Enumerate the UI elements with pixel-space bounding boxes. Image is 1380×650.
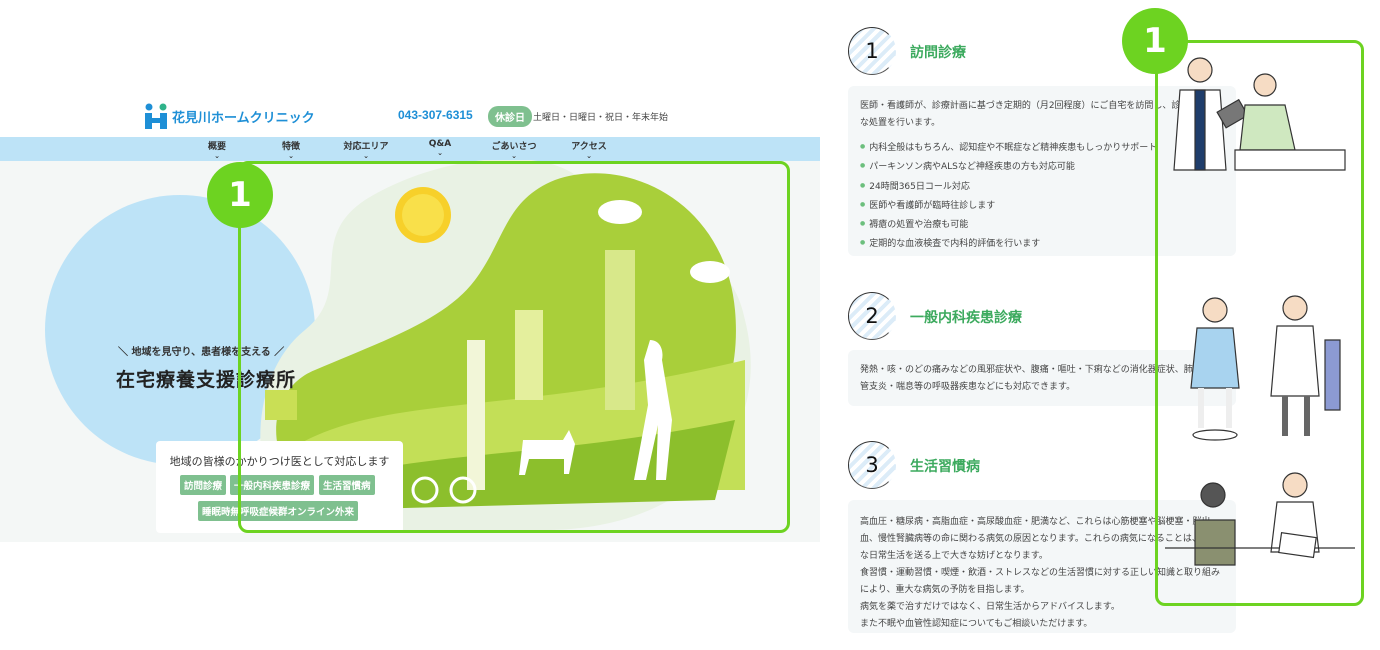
home-visit-description: 医師・看護師が、診療計画に基づき定期的（月2回程度）にご自宅を訪問し、診察や必要…: [860, 101, 1217, 128]
internal-medicine-description: 発熱・咳・のどの痛みなどの風邪症状や、腹痛・嘔吐・下痢などの消化器症状、肺炎・気…: [860, 365, 1220, 392]
lifestyle-disease-card: 高血圧・糖尿病・高脂血症・高尿酸血症・肥満など、これらは心筋梗塞や脳梗塞・脳出血…: [848, 500, 1236, 633]
service-tag-internal-medicine[interactable]: 一般内科疾患診療: [230, 475, 315, 495]
nav-label: アクセス: [571, 142, 607, 152]
logo-icon: [145, 103, 167, 129]
lifestyle-paragraph: また不眠や血管性認知症についてもご相談いただけます。: [860, 619, 1093, 629]
section-title-home-visit: 訪問診療: [910, 45, 966, 61]
chevron-down-icon: ⌄: [511, 152, 517, 160]
closed-days-text: 土曜日・日曜日・祝日・年末年始: [533, 113, 669, 123]
bullet-item: 定期的な血液検査で内科的評価を行います: [860, 234, 1224, 253]
bullet-item: 医師や看護師が臨時往診します: [860, 196, 1224, 215]
bullet-item: パーキンソン病やALSなど神経疾患の方も対応可能: [860, 157, 1224, 176]
internal-medicine-card: 発熱・咳・のどの痛みなどの風邪症状や、腹痛・嘔吐・下痢などの消化器症状、肺炎・気…: [848, 350, 1236, 406]
home-visit-card: 医師・看護師が、診療計画に基づき定期的（月2回程度）にご自宅を訪問し、診察や必要…: [848, 86, 1236, 256]
nav-item-features[interactable]: 特徴⌄: [261, 139, 321, 160]
website-screenshot: 花見川ホームクリニック 043-307-6315 休診日 土曜日・日曜日・祝日・…: [0, 95, 820, 542]
nav-label: 対応エリア: [343, 142, 389, 152]
section-title-internal-medicine: 一般内科疾患診療: [910, 310, 1022, 326]
number-circle-2: 2: [848, 292, 896, 340]
number-circle-3: 3: [848, 441, 896, 489]
annotation-badge: 1: [207, 162, 273, 228]
nav-item-greeting[interactable]: ごあいさつ⌄: [484, 139, 544, 160]
nav-label: Q&A: [428, 139, 452, 149]
phone-number[interactable]: 043-307-6315: [398, 108, 473, 122]
lifestyle-paragraph: 食習慣・運動習慣・喫煙・飲酒・ストレスなどの生活習慣に対する正しい知識と取り組み…: [860, 568, 1221, 595]
nav-label: 概要: [207, 142, 226, 152]
chevron-down-icon: ⌄: [586, 152, 592, 160]
logo-text[interactable]: 花見川ホームクリニック: [172, 111, 315, 126]
number-circle-1: 1: [848, 27, 896, 75]
doctor-patient-illustrations: [1165, 57, 1355, 566]
chevron-down-icon: ⌄: [437, 149, 443, 157]
annotation-box-people-illustrations: [1155, 40, 1364, 606]
nav-label: ごあいさつ: [491, 142, 537, 152]
annotation-box-hero-illustration: [238, 161, 790, 533]
bullet-item: 24時間365日コール対応: [860, 177, 1224, 196]
services-lead: 地域の皆様のかかりつけ医として対応します: [169, 455, 390, 468]
hero-title: 在宅療養支援診療所: [116, 369, 297, 391]
nav-item-access[interactable]: アクセス⌄: [559, 139, 619, 160]
chevron-down-icon: ⌄: [214, 152, 220, 160]
nav-label: 特徴: [281, 142, 300, 152]
lifestyle-paragraph: 病気を薬で治すだけではなく、日常生活からアドバイスします。: [860, 602, 1120, 612]
service-tag-lifestyle-disease[interactable]: 生活習慣病: [319, 475, 375, 495]
bullet-item: 内科全般はもちろん、認知症や不眠症など精神疾患もしっかりサポート: [860, 138, 1224, 157]
closed-days-badge: 休診日: [488, 106, 532, 127]
site-header: 花見川ホームクリニック 043-307-6315 休診日 土曜日・日曜日・祝日・…: [0, 95, 820, 137]
lifestyle-paragraph: 高血圧・糖尿病・高脂血症・高尿酸血症・肥満など、これらは心筋梗塞や脳梗塞・脳出血…: [860, 517, 1219, 561]
service-tag-home-visit[interactable]: 訪問診療: [180, 475, 227, 495]
nav-item-area[interactable]: 対応エリア⌄: [336, 139, 396, 160]
chevron-down-icon: ⌄: [363, 152, 369, 160]
chevron-down-icon: ⌄: [288, 152, 294, 160]
home-visit-bullets: 内科全般はもちろん、認知症や不眠症など精神疾患もしっかりサポート パーキンソン病…: [860, 138, 1224, 254]
main-nav: 概要⌄ 特徴⌄ 対応エリア⌄ Q&A⌄ ごあいさつ⌄ アクセス⌄: [0, 137, 820, 161]
bullet-item: 褥瘡の処置や治療も可能: [860, 215, 1224, 234]
annotation-badge: 1: [1122, 8, 1188, 74]
hero-tagline: ＼ 地域を見守り、患者様を支える ／: [118, 347, 285, 358]
nav-item-overview[interactable]: 概要⌄: [187, 139, 247, 160]
services-box: 地域の皆様のかかりつけ医として対応します 訪問診療 一般内科疾患診療 生活習慣病…: [156, 441, 403, 533]
section-title-lifestyle-disease: 生活習慣病: [910, 459, 980, 475]
nav-item-qa[interactable]: Q&A⌄: [410, 139, 470, 157]
